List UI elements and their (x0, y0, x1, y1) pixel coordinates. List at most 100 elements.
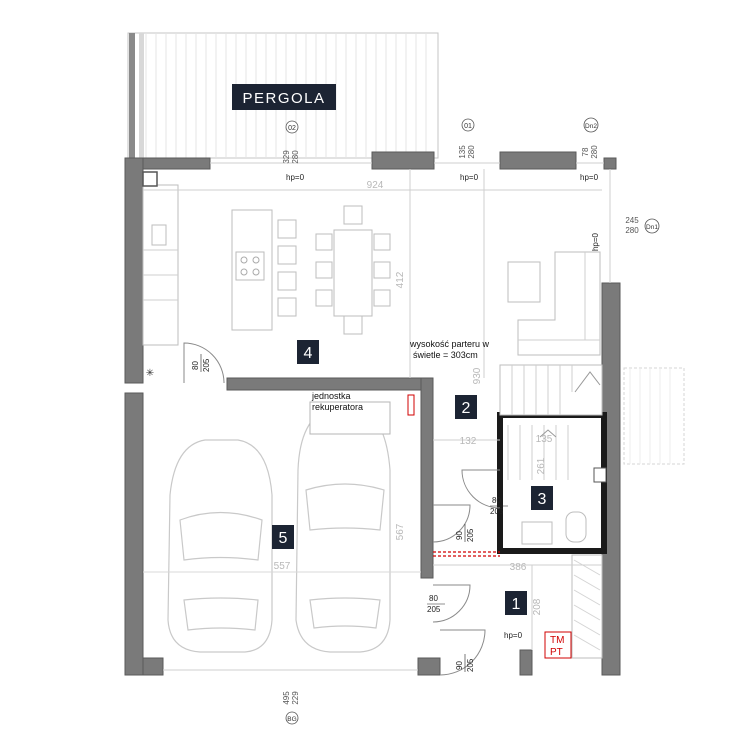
pt-marker: PT (550, 647, 563, 658)
pergola-beam (139, 33, 144, 158)
room-number-4: 4 (304, 345, 313, 362)
window-height: 280 (291, 150, 300, 164)
toilet-icon (565, 511, 587, 543)
wall-left-upper (124, 157, 144, 384)
fridge-icon (142, 171, 158, 187)
side-terrace (623, 367, 685, 465)
tm-marker: TM (550, 635, 564, 646)
dining-set (315, 205, 391, 335)
stool (277, 245, 297, 265)
door-width: 80 (492, 496, 501, 505)
door-swing (461, 469, 501, 509)
wall-bottom-mid (417, 657, 441, 676)
window-markers: 02 329 280 01 135 280 Dn2 78 280 Dn1 245… (282, 117, 660, 725)
window-id: BG (287, 716, 296, 723)
car-left (167, 439, 273, 653)
chair (373, 261, 391, 279)
level-mark: hp=0 (460, 173, 479, 182)
door-width: 90 (455, 661, 464, 670)
window-id: 01 (464, 123, 472, 130)
level-mark: hp=0 (286, 173, 305, 182)
dimensions: 924 412 930 132 135 261 557 567 386 208 (274, 180, 553, 615)
window-height: 229 (291, 691, 300, 705)
wall-bottom-left (142, 657, 164, 676)
wall-left-lower (124, 392, 144, 676)
wall-top-right (499, 151, 577, 170)
terrace-outline (623, 367, 685, 465)
dim-garage-depth: 567 (395, 523, 406, 540)
window-sill: 495 (282, 691, 291, 705)
cooktop-icon (235, 251, 265, 281)
door-height: 205 (202, 358, 211, 372)
door-labels: 80 205 80 205 90 205 80 205 90 205 (191, 354, 508, 672)
dim-living-depth: 412 (395, 271, 406, 288)
door-width: 80 (429, 594, 438, 603)
door-height: 205 (427, 605, 441, 614)
sink-icon (151, 224, 167, 246)
car-windshield (305, 483, 385, 531)
door-swing (439, 629, 486, 676)
room-number-3: 3 (538, 491, 547, 508)
pergola: PERGOLA (127, 32, 439, 159)
chair (373, 233, 391, 251)
window-id: Dn1 (646, 224, 658, 231)
kitchen-worktop (142, 184, 179, 346)
window-tag (644, 218, 660, 234)
car-body (295, 407, 391, 653)
stool (277, 219, 297, 239)
washbasin-icon (521, 521, 553, 545)
chair (315, 261, 333, 279)
window-id: 02 (288, 125, 296, 132)
glazing-lines (210, 162, 611, 283)
chair (343, 315, 363, 335)
wall-top-mid (371, 151, 435, 170)
wardrobe (571, 554, 603, 659)
door-width: 90 (455, 531, 464, 540)
room-number-2: 2 (462, 400, 471, 417)
car-windshield (179, 511, 263, 561)
dim-stair-top: 135 (536, 434, 553, 445)
window-height: 280 (625, 226, 639, 235)
window-height: 280 (590, 145, 599, 159)
window-tag (583, 117, 599, 133)
pergola-post (129, 33, 135, 158)
chair (343, 205, 363, 225)
level-mark: hp=0 (580, 173, 599, 182)
wall-top-corner (603, 157, 617, 170)
light-point-icon: ✳ (146, 368, 154, 379)
pergola-label-box (232, 84, 336, 110)
height-note-line1: wysokość parteru w (409, 339, 490, 349)
recuperator-unit (309, 401, 391, 435)
bathroom-fixtures (521, 467, 607, 545)
kitchen-counter: ✳ (142, 171, 179, 379)
armchair (507, 261, 541, 303)
level-mark: hp=0 (504, 631, 523, 640)
stool (277, 297, 297, 317)
partition-line (433, 551, 500, 557)
recuperator-note-line1: jednostka (311, 391, 351, 401)
recuperator-note-line2: rekuperatora (312, 402, 363, 412)
window-tag (285, 711, 299, 725)
door-width: 80 (191, 361, 200, 370)
wall-garage-top (226, 377, 433, 391)
sofa (507, 251, 601, 356)
chair (373, 289, 391, 307)
window-id: Dn2 (585, 123, 597, 130)
kitchen-island (231, 209, 297, 331)
dim-stair-width: 132 (460, 436, 477, 447)
door-height: 205 (490, 507, 504, 516)
door-swing (432, 584, 471, 623)
level-marks: hp=0 hp=0 hp=0 hp=0 hp=0 (286, 173, 600, 640)
dim-living-width: 924 (367, 180, 384, 191)
duct-marker (407, 394, 415, 416)
vent-icon (593, 467, 607, 483)
staircase (499, 364, 603, 480)
window-tag (461, 118, 475, 132)
car-rear-window (183, 597, 259, 631)
window-sill: 78 (581, 147, 590, 156)
dim-stair-depth: 261 (536, 457, 547, 474)
pergola-label: PERGOLA (242, 90, 325, 107)
car-right (295, 407, 391, 653)
